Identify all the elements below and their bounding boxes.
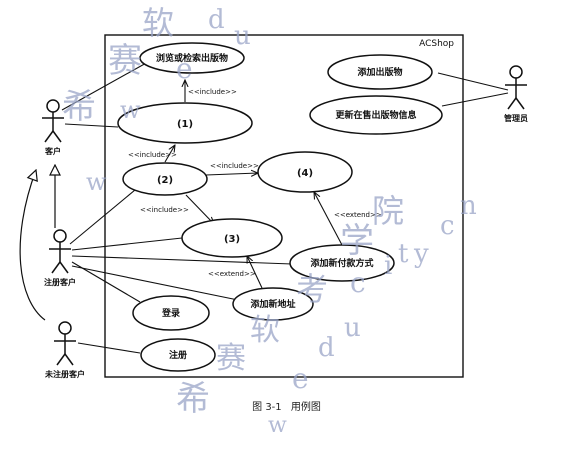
svg-text:u: u <box>344 313 361 343</box>
usecase-add-address: 添加新地址 <box>232 287 314 321</box>
actor-registered-customer <box>49 229 71 274</box>
usecase-1: (1) <box>117 102 253 144</box>
figure-caption: 图 3-1 用例图 <box>0 398 573 413</box>
usecase-2: (2) <box>122 162 208 196</box>
usecase-login: 登录 <box>132 295 210 331</box>
system-name: ACShop <box>419 39 454 49</box>
extend-label-2: <<extend>> <box>208 270 256 278</box>
svg-text:添加新付款方式: 添加新付款方式 <box>310 257 373 269</box>
svg-text:赛: 赛 <box>216 341 246 376</box>
include-label-3: <<include>> <box>210 162 259 170</box>
watermark-char: y <box>413 239 429 269</box>
svg-text:(2): (2) <box>157 175 173 186</box>
svg-text:添加新地址: 添加新地址 <box>250 298 295 310</box>
svg-text:浏览或检索出版物: 浏览或检索出版物 <box>156 52 228 64</box>
actor-customer-label: 客户 <box>44 146 61 156</box>
usecase-register: 注册 <box>140 338 216 372</box>
watermark-char: c <box>440 211 455 241</box>
usecase-4: (4) <box>257 151 353 193</box>
association-links <box>61 61 509 354</box>
actor-unregistered-label: 未注册客户 <box>44 369 85 379</box>
caption-number: 图 3-1 <box>252 402 282 413</box>
system-boundary <box>104 34 464 378</box>
watermark-char: 希 <box>62 87 96 127</box>
svg-text:w: w <box>268 413 287 438</box>
watermark-char: 赛 <box>108 41 142 81</box>
svg-text:添加出版物: 添加出版物 <box>357 66 402 78</box>
include-label-2: <<include>> <box>128 151 177 159</box>
svg-text:(1): (1) <box>177 119 193 130</box>
dependency-links <box>164 80 343 289</box>
svg-text:注册: 注册 <box>169 349 187 361</box>
svg-text:d: d <box>318 333 335 363</box>
usecase-add-payment: 添加新付款方式 <box>289 244 395 282</box>
actor-customer <box>42 99 64 143</box>
watermark-char: e <box>176 52 193 85</box>
usecase-add-publication: 添加出版物 <box>327 54 433 90</box>
svg-text:(4): (4) <box>297 168 313 179</box>
watermark-char: c <box>350 266 366 299</box>
watermark-char: i <box>384 251 392 281</box>
watermark-char: n <box>460 191 477 221</box>
actor-unregistered-customer <box>54 321 76 366</box>
watermark-char: 院 <box>372 192 404 230</box>
watermark-char: w <box>120 96 141 124</box>
watermark-char: 软 <box>142 4 174 42</box>
watermark-char: 考 <box>296 270 328 308</box>
include-label-1: <<include>> <box>188 88 237 96</box>
caption-title: 用例图 <box>290 402 321 413</box>
svg-text:e: e <box>292 362 309 395</box>
watermark-char: t <box>398 239 409 269</box>
watermark: 希 赛 软 e d u w w 学 院 考 c i t y c n 希 赛 软 … <box>62 4 477 438</box>
svg-text:希: 希 <box>176 379 210 419</box>
generalization-links <box>19 165 55 321</box>
usecase-update-info: 更新在售出版物信息 <box>309 95 443 135</box>
usecase-browse: 浏览或检索出版物 <box>139 42 245 74</box>
include-label-4: <<include>> <box>140 206 189 214</box>
svg-text:(3): (3) <box>224 234 240 245</box>
usecase-3: (3) <box>181 218 283 258</box>
actor-registered-label: 注册客户 <box>44 277 76 287</box>
svg-text:更新在售出版物信息: 更新在售出版物信息 <box>335 109 416 121</box>
actor-admin <box>505 65 527 110</box>
watermark-char: w <box>86 168 107 196</box>
svg-text:登录: 登录 <box>161 307 180 319</box>
watermark-char: d <box>208 5 225 35</box>
watermark-char: 学 <box>340 221 374 261</box>
actor-admin-label: 管理员 <box>504 113 528 123</box>
svg-text:软: 软 <box>250 313 280 348</box>
watermark-char: u <box>234 21 251 51</box>
extend-label-1: <<extend>> <box>334 211 382 219</box>
